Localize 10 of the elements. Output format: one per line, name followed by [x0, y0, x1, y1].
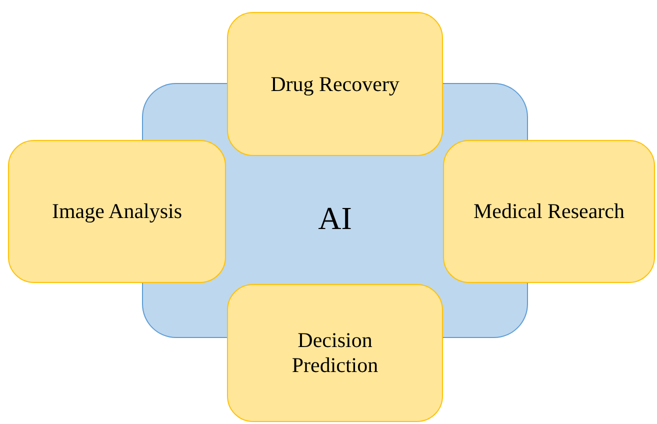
- center-box: [227, 156, 443, 284]
- node-label: AI: [318, 200, 352, 236]
- node-label: Medical Research: [473, 199, 624, 224]
- topic-box: [443, 140, 655, 283]
- topic-box: [227, 12, 443, 156]
- topic-box: [8, 140, 226, 283]
- node-label: Decision Prediction: [290, 328, 380, 378]
- topic-box: [227, 284, 443, 422]
- node-label: Image Analysis: [52, 199, 182, 224]
- node-label: Drug Recovery: [270, 72, 400, 96]
